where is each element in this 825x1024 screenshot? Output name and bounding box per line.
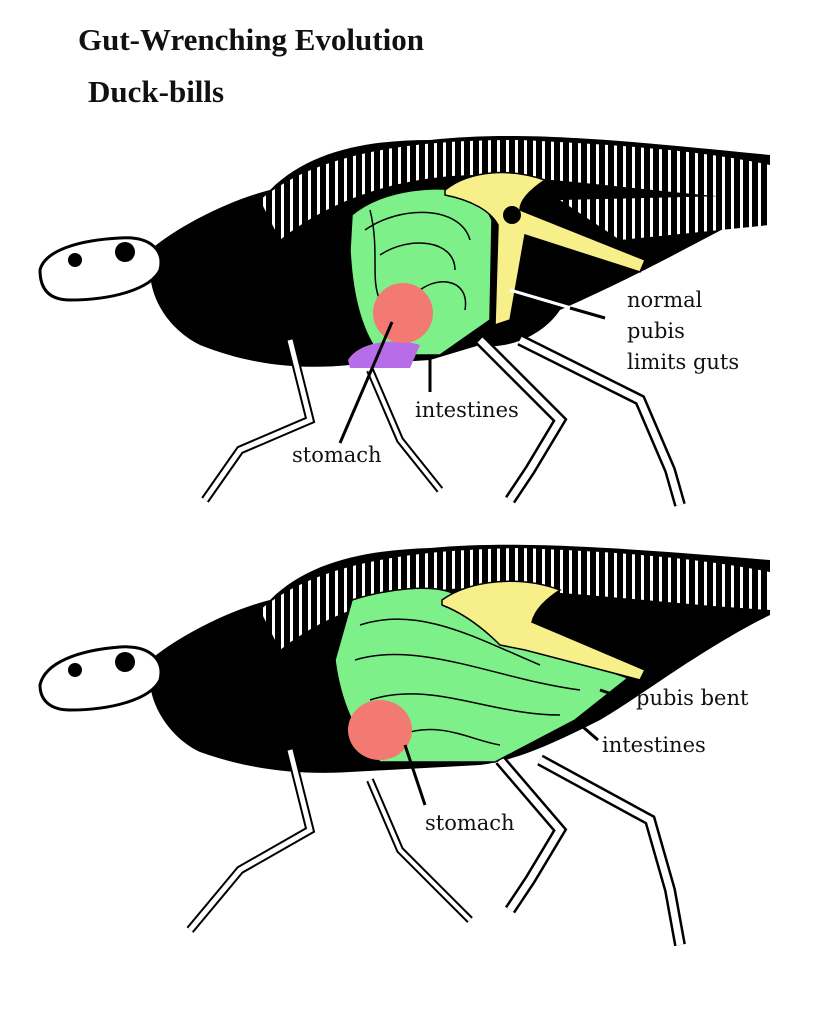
- bottom-arm-inner: [368, 779, 472, 922]
- bottom-stomach-pointer: [403, 744, 427, 806]
- bottom-label-intestines: intestines: [602, 733, 706, 757]
- bottom-intestines-pointer: [582, 725, 599, 742]
- top-hindleg-1-inner: [477, 337, 565, 502]
- top-skull: [38, 236, 163, 302]
- bottom-label-pubis-bent: pubis bent: [636, 686, 749, 710]
- top-foreleg-inner: [202, 339, 313, 502]
- top-pubis-pointer-outline: [569, 306, 606, 320]
- top-intestine-coils: [364, 209, 471, 311]
- bottom-skull-orbit: [115, 652, 135, 672]
- bottom-arm: [366, 778, 473, 923]
- top-stomach-pointer: [338, 321, 394, 444]
- top-arm-inner: [368, 369, 442, 492]
- top-label-normal: normal: [627, 288, 703, 312]
- top-label-intestines: intestines: [415, 398, 519, 422]
- diagram-subtitle: Duck-bills: [88, 74, 225, 109]
- top-pubis: [444, 171, 646, 327]
- top-tail-ribs: [560, 195, 770, 240]
- bottom-stomach: [348, 700, 412, 760]
- top-hindleg-2-inner: [518, 336, 684, 506]
- bottom-pubis-pointer: [599, 688, 631, 702]
- bottom-hindleg-2-inner: [538, 756, 684, 946]
- top-stomach: [373, 283, 433, 343]
- bottom-hindleg-1-inner: [497, 757, 565, 912]
- top-skull-orbit: [115, 242, 135, 262]
- bottom-intestine-coils: [354, 618, 581, 746]
- bottom-foreleg-inner: [188, 749, 313, 932]
- bottom-hindleg-1: [495, 756, 568, 914]
- top-crop: [348, 341, 420, 368]
- top-spine: [260, 140, 770, 240]
- top-skull-fenestra: [68, 253, 82, 267]
- bottom-spine: [260, 548, 770, 650]
- bottom-skull: [38, 645, 163, 712]
- top-pubis-socket: [503, 206, 521, 224]
- top-label-pubis: pubis: [627, 319, 685, 343]
- top-label-limits-guts: limits guts: [627, 350, 739, 374]
- bottom-pubis: [441, 580, 647, 681]
- bottom-label-stomach: stomach: [425, 811, 515, 835]
- bottom-skull-fenestra: [68, 663, 82, 677]
- top-dinosaur: normal pubis limits guts intestines stom…: [38, 135, 770, 507]
- top-label-stomach: stomach: [292, 443, 382, 467]
- bottom-dinosaur: pubis bent intestines stomach: [38, 544, 770, 947]
- diagram-title: Gut-Wrenching Evolution: [78, 22, 424, 57]
